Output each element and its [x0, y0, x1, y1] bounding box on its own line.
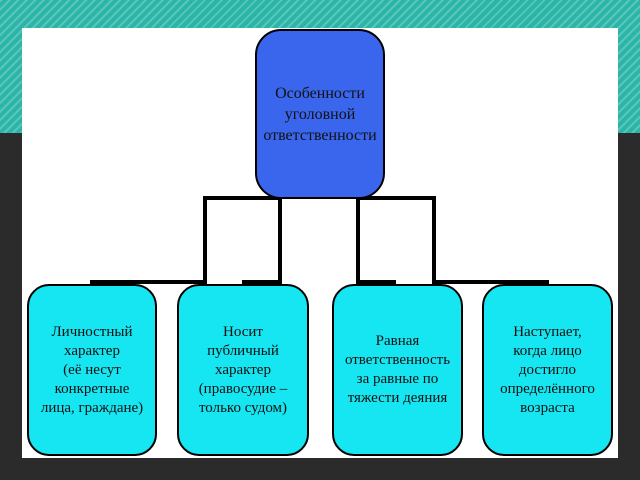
connector-lines: [90, 196, 549, 286]
slide-canvas: Особенности уголовной ответственности Ли…: [22, 28, 618, 458]
child-node-4: Наступает, когда лицо достигло определён…: [482, 284, 613, 456]
root-node: Особенности уголовной ответственности: [255, 29, 385, 199]
child-node-2: Носит публичный характер (правосудие – т…: [177, 284, 309, 456]
child-node-3: Равная ответственность за равные по тяже…: [332, 284, 463, 456]
child-node-1: Личностный характер (её несут конкретные…: [27, 284, 157, 456]
